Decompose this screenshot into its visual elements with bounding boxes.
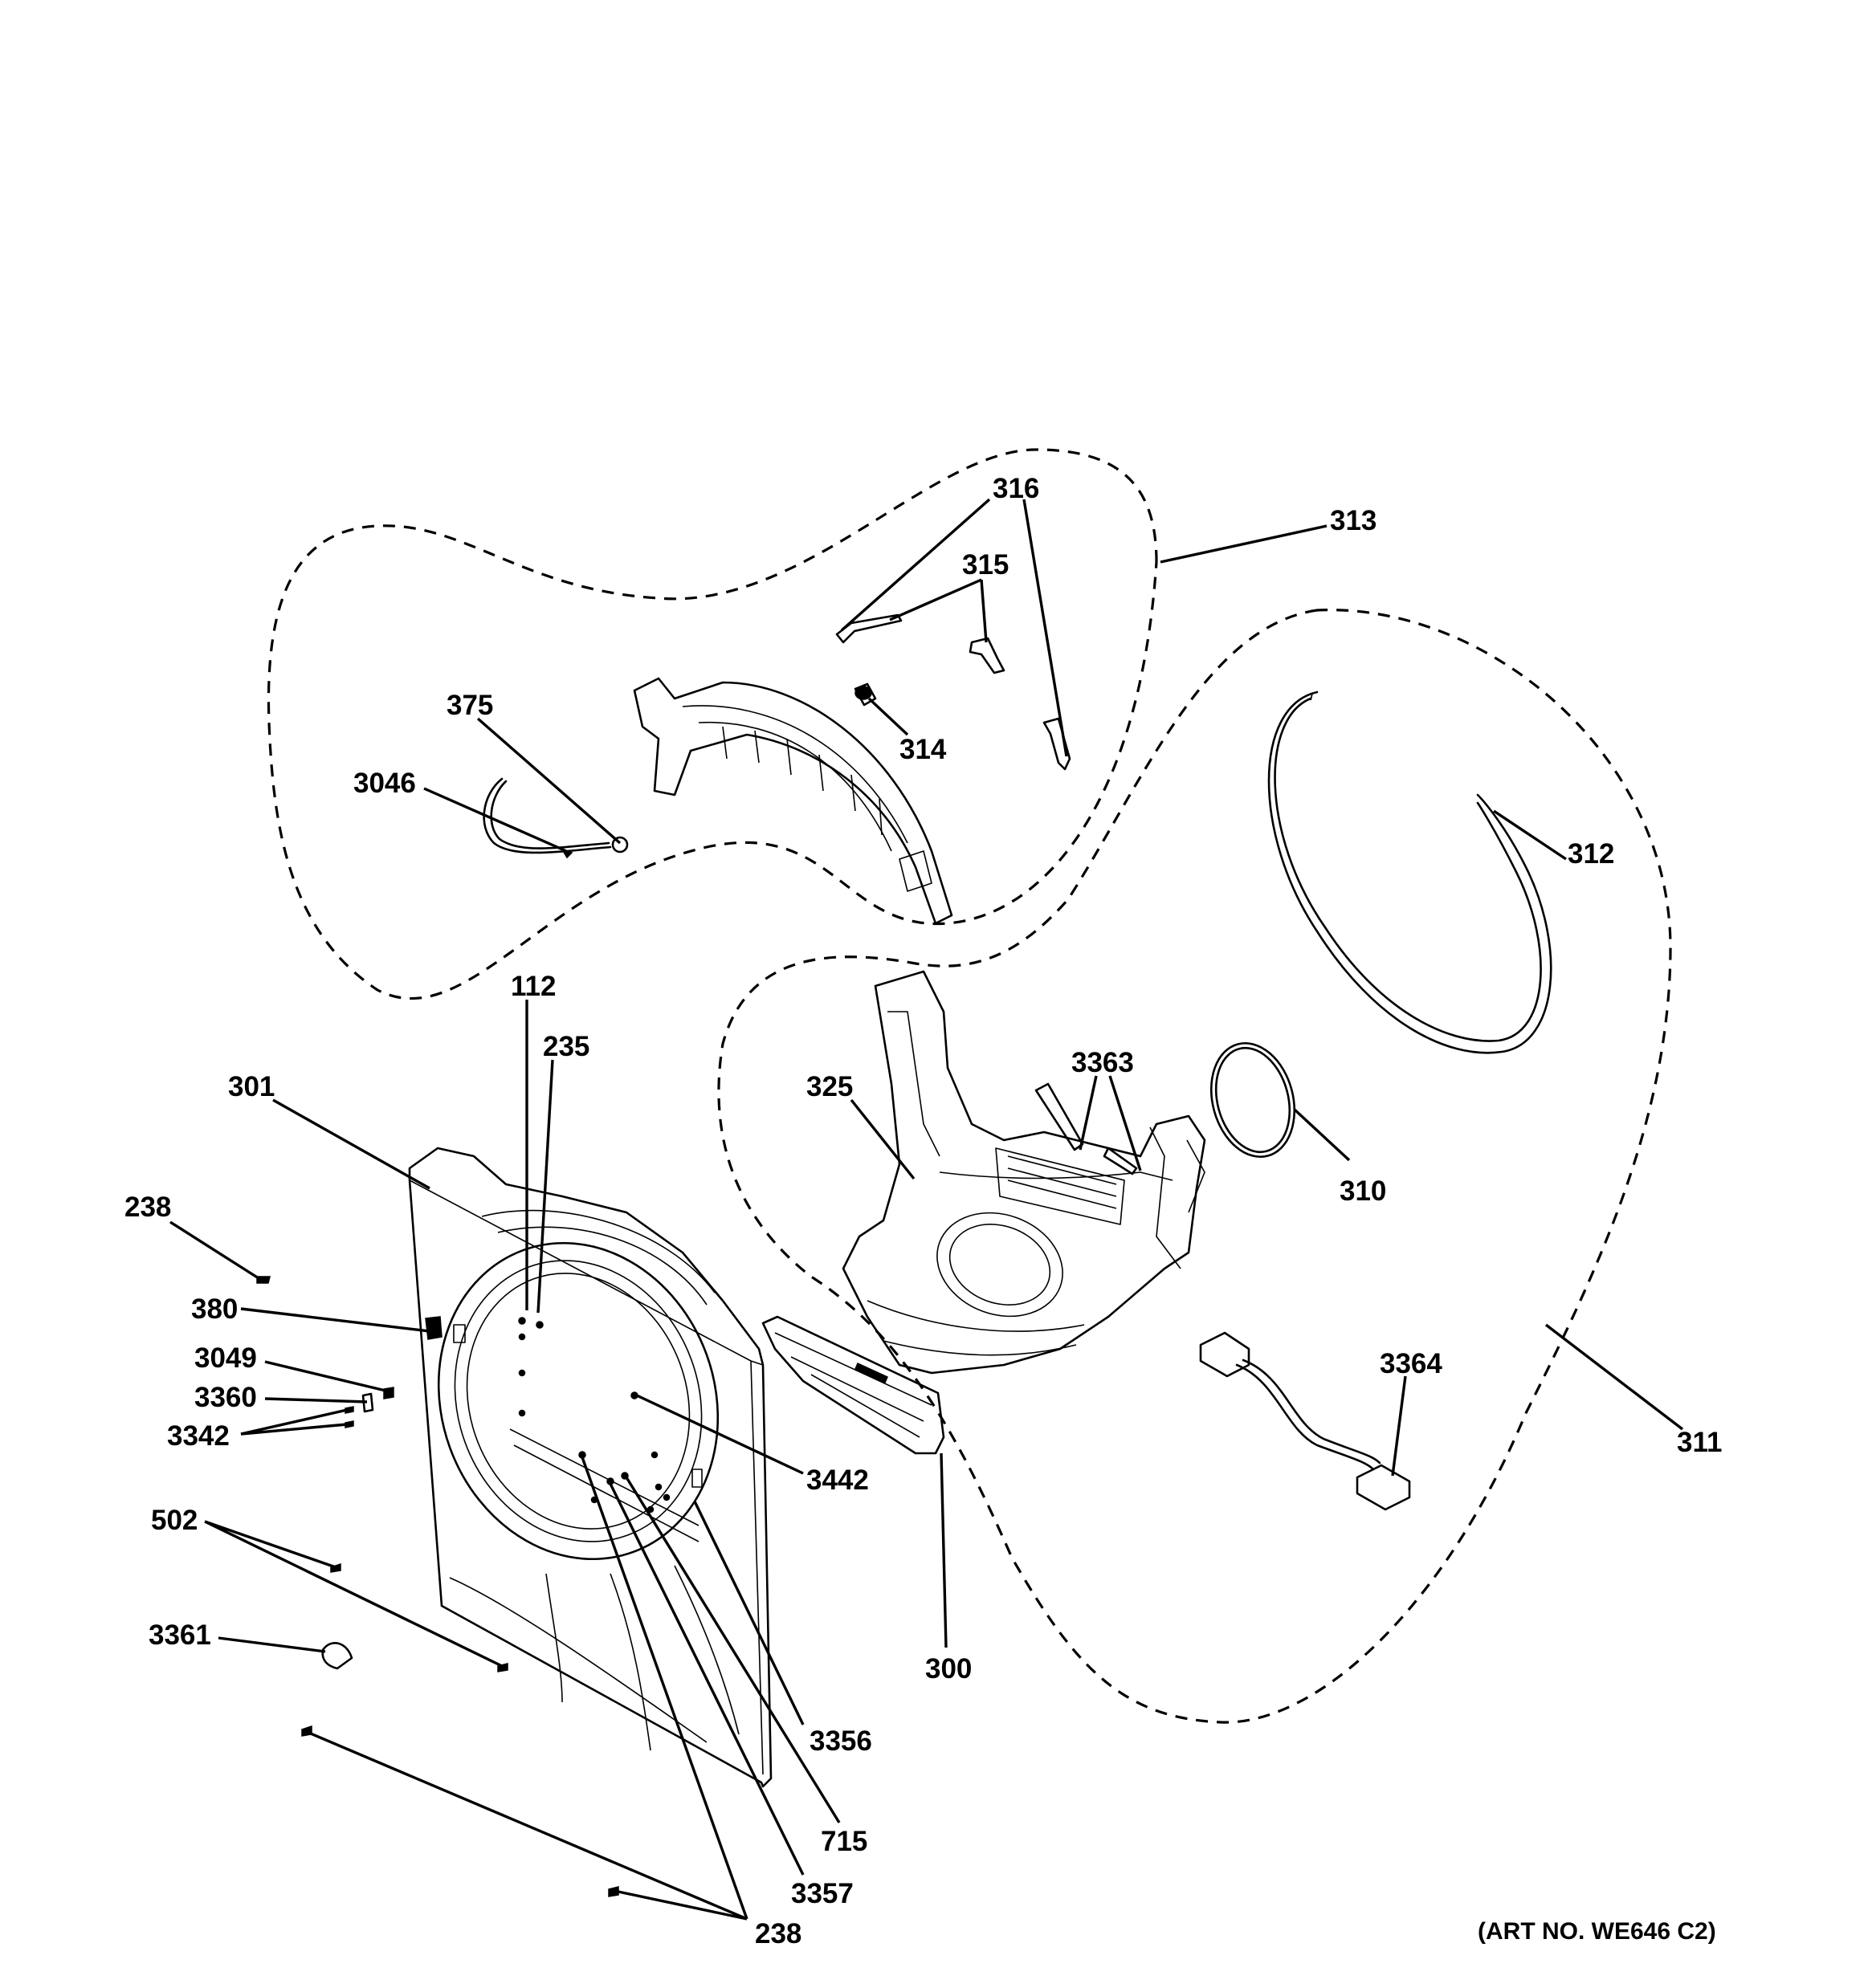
part-315-bracket bbox=[969, 637, 1005, 674]
leader-238a bbox=[169, 1220, 259, 1280]
leader-3364 bbox=[1391, 1375, 1407, 1477]
leader-3442 bbox=[636, 1394, 804, 1475]
part-heater-duct bbox=[633, 677, 953, 925]
leader-3361 bbox=[218, 1636, 326, 1653]
part-small-hardware bbox=[256, 1276, 619, 1897]
callout-3363: 3363 bbox=[1071, 1047, 1134, 1078]
callout-3049: 3049 bbox=[194, 1342, 257, 1374]
part-300-vent-panel bbox=[761, 1315, 945, 1455]
leader-375 bbox=[476, 717, 622, 845]
leader-lines bbox=[169, 498, 1684, 1921]
leader-3049 bbox=[264, 1360, 386, 1392]
leader-315 bbox=[889, 578, 988, 643]
leader-715 bbox=[625, 1477, 841, 1823]
leader-3342 bbox=[240, 1408, 348, 1436]
callout-3356: 3356 bbox=[810, 1725, 872, 1757]
leader-325 bbox=[850, 1098, 916, 1180]
part-301-front-panel bbox=[408, 1147, 773, 1788]
leader-3363 bbox=[1079, 1075, 1142, 1171]
callout-380: 380 bbox=[191, 1293, 238, 1325]
part-314-sensor bbox=[854, 682, 877, 707]
callout-3442: 3442 bbox=[806, 1465, 869, 1496]
callout-3360: 3360 bbox=[194, 1382, 257, 1413]
leader-238b bbox=[306, 1456, 748, 1921]
callout-715: 715 bbox=[821, 1826, 867, 1857]
callout-315: 315 bbox=[962, 549, 1009, 581]
leader-310 bbox=[1293, 1108, 1351, 1162]
part-3046-screw bbox=[561, 848, 573, 859]
callout-311: 311 bbox=[1677, 1427, 1722, 1458]
leader-3356 bbox=[693, 1501, 805, 1725]
callout-325: 325 bbox=[806, 1071, 853, 1102]
callout-3361: 3361 bbox=[149, 1619, 211, 1651]
callout-502: 502 bbox=[151, 1505, 198, 1536]
leader-312 bbox=[1493, 809, 1567, 861]
callout-235: 235 bbox=[543, 1031, 589, 1062]
leader-380 bbox=[240, 1307, 430, 1333]
leader-502 bbox=[204, 1520, 503, 1668]
callout-112: 112 bbox=[511, 971, 556, 1002]
part-3363-sensors bbox=[1034, 1082, 1138, 1175]
callout-3364: 3364 bbox=[1380, 1348, 1442, 1379]
callout-3342: 3342 bbox=[167, 1420, 230, 1452]
part-312-seal bbox=[1267, 691, 1552, 1054]
callout-300: 300 bbox=[925, 1653, 972, 1685]
leader-316 bbox=[840, 498, 1068, 757]
part-3364-harness bbox=[1199, 1331, 1411, 1511]
part-310-ring bbox=[1209, 1041, 1296, 1159]
callout-labels: 316 313 315 375 314 312 3046 112 235 336… bbox=[124, 473, 1722, 1949]
leader-314 bbox=[867, 697, 909, 736]
leader-311 bbox=[1544, 1323, 1684, 1431]
callout-238-bottom: 238 bbox=[755, 1918, 801, 1949]
part-375-wire bbox=[483, 777, 629, 854]
callout-313: 313 bbox=[1330, 505, 1377, 536]
callout-301: 301 bbox=[228, 1071, 275, 1102]
leader-301 bbox=[272, 1098, 430, 1190]
part-316-clips bbox=[835, 613, 1071, 771]
leader-313 bbox=[1160, 524, 1328, 564]
part-325-duct-housing bbox=[842, 970, 1206, 1375]
callout-3357: 3357 bbox=[791, 1878, 854, 1909]
assembly-311-boundary bbox=[717, 609, 1672, 1724]
callout-3046: 3046 bbox=[353, 768, 416, 799]
leader-300 bbox=[940, 1452, 948, 1648]
callout-310: 310 bbox=[1340, 1175, 1386, 1207]
callout-238-top: 238 bbox=[124, 1192, 171, 1223]
callout-375: 375 bbox=[447, 690, 493, 721]
leader-3046 bbox=[423, 787, 567, 853]
assembly-313-boundary bbox=[267, 448, 1158, 1000]
art-number: (ART NO. WE646 C2) bbox=[1478, 1918, 1716, 1945]
leader-235 bbox=[536, 1059, 554, 1314]
callout-314: 314 bbox=[899, 734, 947, 765]
callout-316: 316 bbox=[993, 473, 1039, 504]
leader-3360 bbox=[264, 1397, 368, 1403]
callout-312: 312 bbox=[1568, 838, 1614, 870]
